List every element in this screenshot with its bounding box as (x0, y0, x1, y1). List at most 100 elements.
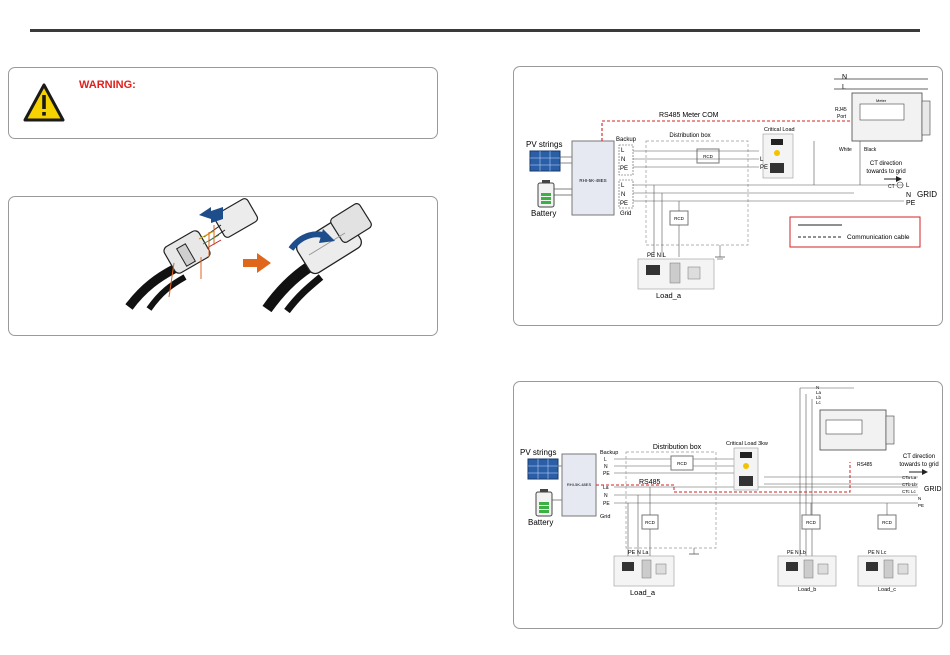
tv-icon (646, 265, 660, 275)
diagram-1-canvas: PV strings Battery RHI-5K-48ES Backup L … (526, 74, 937, 300)
grid-line-1: CTa La (902, 475, 917, 480)
solar-panel-icon (527, 458, 559, 480)
next-step-arrow-icon (243, 253, 271, 273)
connector-right (296, 203, 372, 275)
white-wire-label: White (839, 147, 852, 153)
grid-n-label: N (906, 192, 911, 199)
meter-icon (851, 92, 931, 142)
backup-label-2: Backup (600, 450, 618, 456)
inv-line-6: PE (603, 501, 610, 507)
load-a-label-2: Load_a (630, 588, 656, 597)
router-icon (771, 139, 783, 145)
legend-communication-cable: Communication cable (847, 234, 910, 241)
push-arrow-icon (199, 207, 223, 223)
battery-icon (535, 489, 553, 517)
crit-l: L (760, 157, 764, 163)
bulb-icon (774, 150, 780, 156)
port-label: Port (837, 114, 847, 120)
fridge-icon (883, 559, 894, 579)
backup-pe: PE (620, 166, 628, 172)
meter-line-lc: Lc (816, 400, 822, 405)
rcd-b-label: RCD (806, 520, 816, 525)
legend-box (789, 216, 921, 248)
load-a-terminals-2: PE N La (628, 550, 649, 556)
inverter-box (571, 140, 615, 216)
tv-icon (866, 562, 878, 571)
pv-strings-label-2: PV strings (520, 448, 556, 457)
grid-l-label: L (906, 183, 910, 189)
washer-icon (655, 563, 667, 575)
bulb-icon (743, 463, 749, 469)
inv-line-4: La (603, 485, 609, 491)
tv-icon (622, 562, 634, 571)
battery-label: Battery (531, 209, 556, 218)
rcd-2-1 (670, 455, 694, 471)
ct-towards-label: towards to grid (866, 169, 905, 175)
connector-illustration-box (8, 196, 438, 336)
ct-direction-label: CT direction (870, 161, 902, 167)
header-rule (30, 29, 920, 32)
load-a-terminals: PE N L (647, 253, 667, 259)
warning-title: WARNING: (79, 79, 136, 91)
rs485-label-2: RS485 (639, 479, 661, 486)
meter-l-label: L (842, 84, 846, 91)
grid-line-2: CTb Lb (902, 482, 917, 487)
battery-label-2: Battery (528, 518, 553, 527)
load-c-terminals: PE N Lc (868, 550, 887, 556)
pv-strings-label: PV strings (526, 140, 562, 149)
black-wire-label: Black (864, 147, 877, 153)
fridge-icon (803, 559, 814, 579)
grid-l: L (621, 183, 625, 189)
rj45-label: RJ45 (835, 107, 847, 113)
fridge-icon (641, 559, 652, 579)
grid-label-2: GRID (924, 486, 942, 493)
tv-icon (786, 562, 798, 571)
rcd-2-1-label: RCD (677, 461, 687, 466)
load-c-label: Load_c (878, 587, 896, 593)
connector-illustration (125, 198, 372, 314)
crit-pe: PE (760, 165, 768, 171)
solar-panel-icon (529, 150, 561, 172)
backup-l: L (621, 148, 625, 154)
inv-line-2: N (604, 464, 608, 470)
load-b-label: Load_b (798, 587, 816, 593)
rs485-meter-label-2: RS485 (857, 462, 873, 468)
critical-load-label-2: Critical Load 3kw (726, 441, 768, 447)
wiring-diagram-three-phase: PV strings Battery RHI-5K-48ES Backup Gr… (513, 381, 943, 629)
ct-towards-label-2: towards to grid (899, 462, 938, 468)
meter-line-lb: Lb (816, 395, 822, 400)
grid-port-label-2: Grid (600, 514, 610, 520)
router-icon (740, 452, 752, 458)
meter-title: Meter (876, 98, 887, 103)
grid-pe: PE (620, 201, 628, 207)
distribution-box-2 (625, 451, 717, 549)
meter-line-la: La (816, 390, 822, 395)
grid-line-5: PE (918, 503, 924, 508)
computer-icon (770, 163, 784, 173)
inv-line-1: L (604, 457, 607, 463)
grid-n: N (621, 192, 625, 198)
inverter-model: RHI-5K-48ES (579, 178, 606, 183)
rs485-meter-label: RS485 Meter COM (659, 112, 719, 119)
grid-line-3: CTc Lc (902, 489, 917, 494)
dist-box-label: Distribution box (669, 133, 710, 139)
computer-icon (739, 476, 753, 486)
grid-port-label: Grid (620, 211, 631, 217)
battery-icon (537, 180, 555, 208)
rcd-2-2-label: RCD (645, 520, 655, 525)
rcd-1-label: RCD (703, 154, 713, 159)
critical-load-label: Critical Load (764, 127, 795, 133)
inverter-model-2: RHI-5K-48ES (567, 482, 592, 487)
dist-box-label-2: Distribution box (653, 444, 702, 451)
ct-label: CT (888, 184, 895, 190)
load-a-label: Load_a (656, 291, 682, 300)
meter-icon (819, 409, 895, 451)
rcd-c-label: RCD (882, 520, 892, 525)
inv-line-5: N (604, 493, 608, 499)
washer-icon (817, 563, 829, 575)
warning-box: WARNING: (8, 67, 438, 139)
meter-line-n: N (816, 385, 819, 390)
rcd-1 (696, 148, 720, 164)
backup-n: N (621, 157, 625, 163)
inv-line-3: PE (603, 471, 610, 477)
